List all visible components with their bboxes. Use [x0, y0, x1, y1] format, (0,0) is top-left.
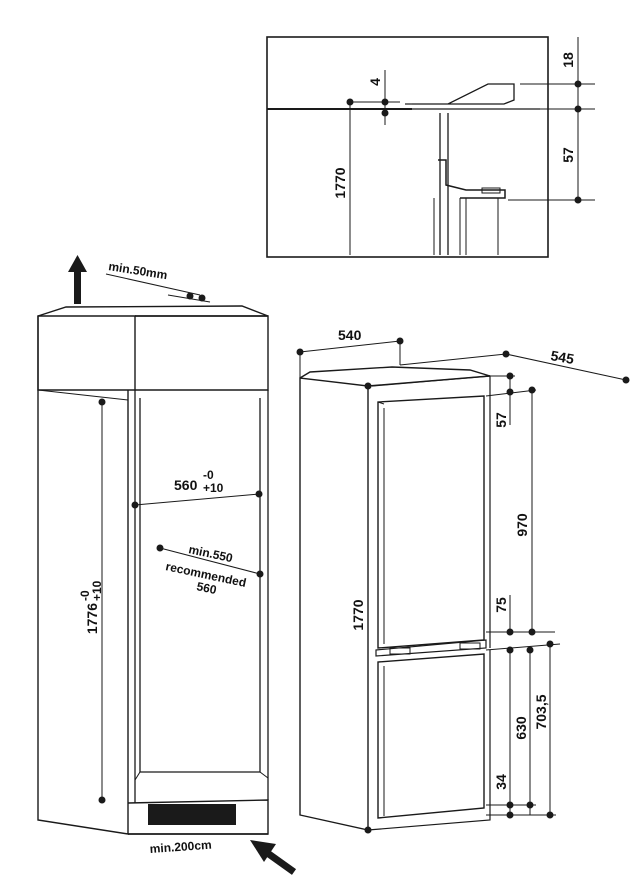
dim-540: 540: [338, 327, 362, 343]
min-200cm-label: min.200cm: [149, 838, 212, 856]
dim-1770-detail: 1770: [332, 167, 348, 198]
min-50mm-label: min.50mm: [108, 259, 169, 282]
min-550-label: min.550: [187, 542, 234, 565]
dim-57-appliance: 57: [493, 412, 509, 428]
dim-560-tol-bottom: +10: [203, 481, 224, 495]
arrow-diagonal-icon: [250, 840, 297, 875]
vent-grille: [148, 804, 236, 825]
dim-1776-tol-bottom: +10: [90, 580, 104, 601]
dim-34: 34: [493, 774, 509, 790]
dim-703-5: 703,5: [533, 694, 549, 729]
dim-1776: 1776: [84, 603, 100, 634]
dim-545: 545: [549, 347, 575, 367]
dim-970: 970: [514, 513, 530, 537]
detail-frame: [266, 36, 549, 258]
dim-560: 560: [174, 477, 198, 493]
dim-1770-appliance: 1770: [350, 599, 366, 630]
dim-4: 4: [367, 78, 383, 86]
dim-57-detail: 57: [560, 147, 576, 163]
appliance-view: 540 545 1770: [296, 327, 630, 834]
dim-18: 18: [560, 52, 576, 68]
dim-560-tol-top: -0: [203, 468, 214, 482]
top-bracket: [410, 83, 540, 255]
dim-75: 75: [493, 597, 509, 613]
recommended-560-label: 560: [195, 579, 218, 597]
dim-630: 630: [513, 716, 529, 740]
dim-1776-tol-top: -0: [78, 590, 92, 601]
arrow-up-icon: [68, 255, 87, 304]
detail-view: 18 4 1770 57: [266, 36, 595, 258]
niche-view: min.50mm 1776 -0 +10 560: [37, 255, 297, 875]
